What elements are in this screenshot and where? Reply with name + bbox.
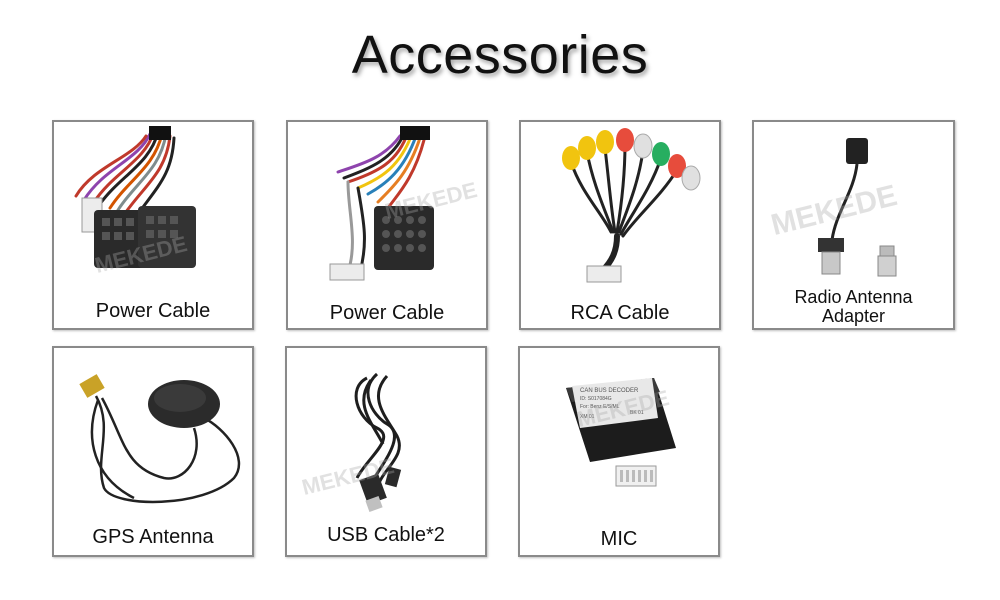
- power-cable-image: [74, 126, 196, 268]
- usb-cable-image: [354, 372, 402, 513]
- accessory-card-gps-antenna: GPS Antenna: [52, 346, 254, 557]
- accessory-label: MIC: [600, 528, 638, 550]
- radio-antenna-adapter-image: [818, 138, 897, 277]
- accessory-card-usb-cable: MEKEDE USB Cable*2: [285, 346, 487, 557]
- page-title: Accessories: [351, 25, 649, 85]
- accessory-card-radio-antenna-adapter: MEKEDE Radio Antenna Adapter: [752, 120, 955, 330]
- decoder-label-line-4: XM 01: [580, 414, 595, 420]
- decoder-label-line-3: For: Benz E/S/ML: [580, 404, 620, 410]
- decoder-label-line-2: ID: S017084G: [580, 396, 612, 402]
- rca-cable-image: [562, 128, 701, 283]
- accessory-label: RCA Cable: [570, 302, 670, 324]
- decoder-label-line-5: BK 01: [630, 410, 644, 416]
- accessory-label: GPS Antenna: [92, 526, 214, 548]
- decoder-label-line-1: CAN BUS DECODER: [580, 388, 639, 394]
- accessory-label-line-1: Radio Antenna: [794, 287, 913, 307]
- accessory-card-mic: CAN BUS DECODER ID: S017084G For: Benz E…: [518, 346, 720, 557]
- accessory-label: Power Cable: [329, 302, 445, 324]
- accessory-card-rca-cable: RCA Cable: [519, 120, 721, 330]
- decoder-box-image: CAN BUS DECODER ID: S017084G For: Benz E…: [566, 378, 676, 487]
- accessory-card-power-cable-2: MEKEDE Power Cable: [286, 120, 488, 330]
- accessory-card-power-cable-1: MEKEDE Power Cable: [52, 120, 254, 330]
- power-cable-image: [329, 126, 434, 281]
- accessory-label: Power Cable: [95, 300, 211, 322]
- accessory-label: Radio Antenna Adapter: [754, 288, 953, 326]
- accessory-label-line-2: Adapter: [821, 306, 886, 326]
- accessory-label: USB Cable*2: [327, 524, 445, 546]
- gps-antenna-image: [79, 374, 241, 504]
